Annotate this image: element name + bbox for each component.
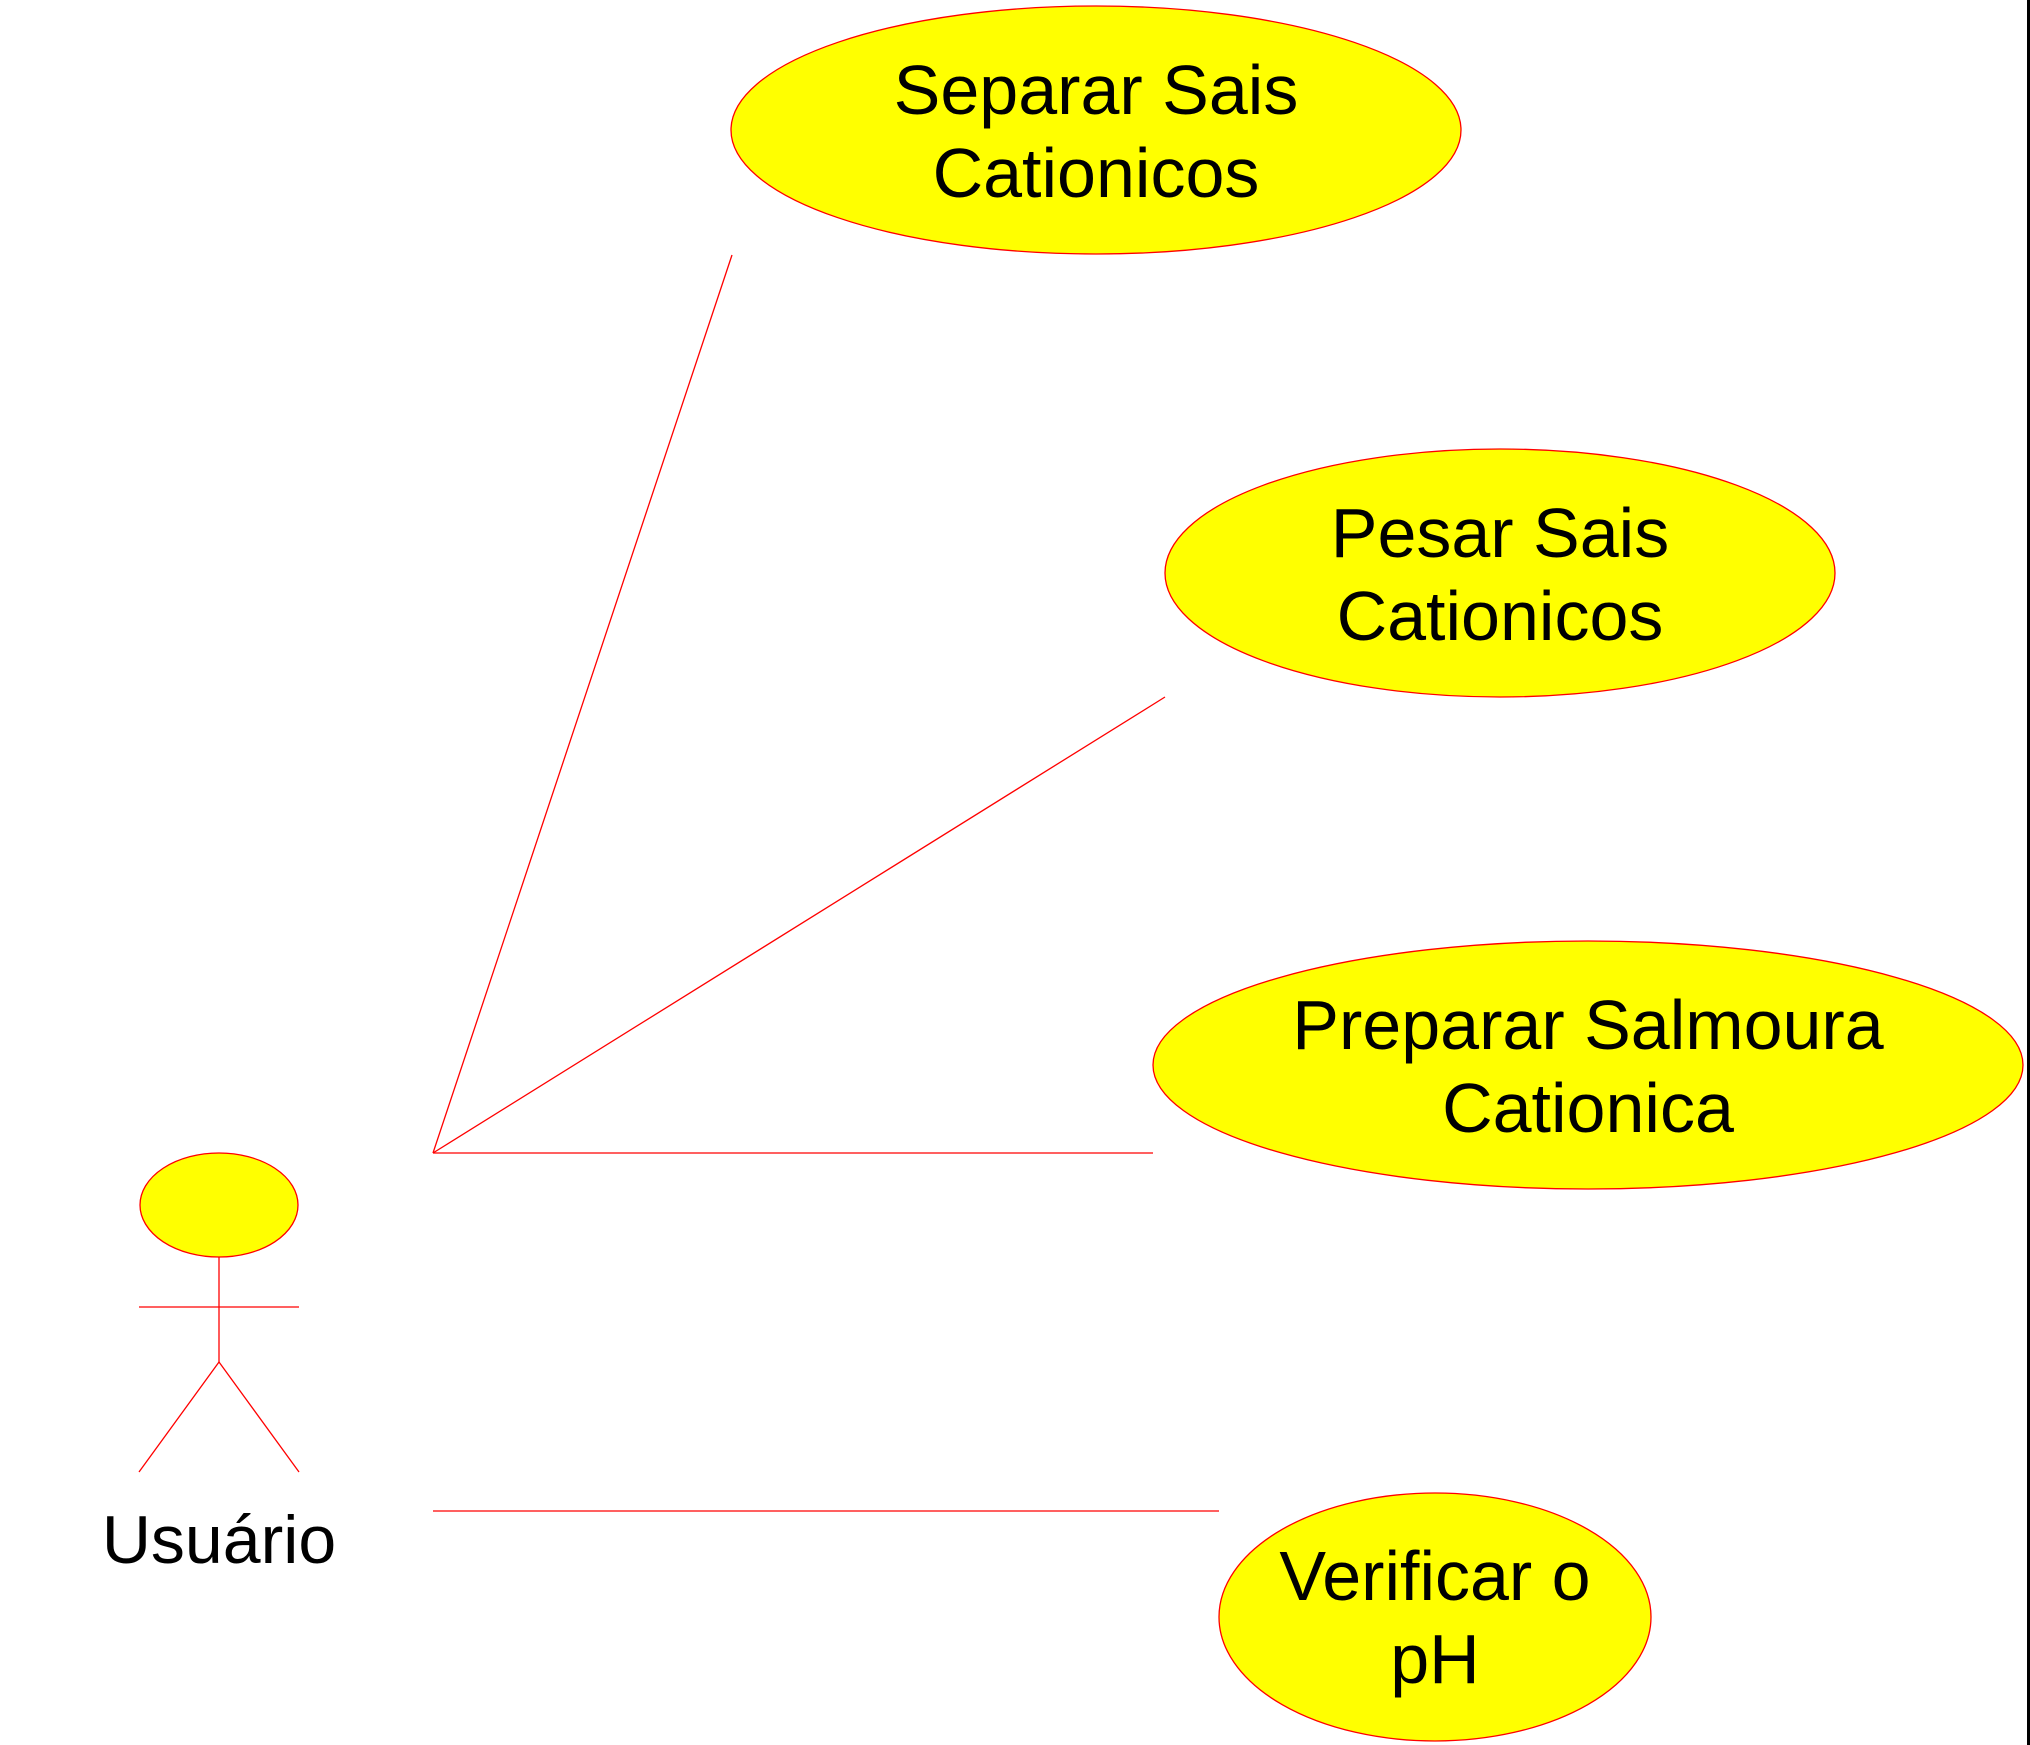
- use-case-ellipse: [730, 5, 1462, 255]
- actor-usuario[interactable]: [138, 1152, 300, 1473]
- use-case-separar-sais-cationicos[interactable]: Separar Sais Cationicos: [730, 5, 1462, 255]
- use-case-label-line-2: Cationicos: [933, 134, 1260, 212]
- use-case-label-line-1: Preparar Salmoura: [1292, 986, 1883, 1064]
- actor-label: Usuário: [102, 1502, 336, 1578]
- use-case-label-line-2: pH: [1390, 1620, 1479, 1698]
- use-case-label-line-1: Separar Sais: [894, 51, 1299, 129]
- association-pesar: [432, 696, 1166, 1154]
- use-case-label-line-2: Cationicos: [1337, 577, 1664, 655]
- use-case-pesar-sais-cationicos[interactable]: Pesar Sais Cationicos: [1164, 448, 1836, 698]
- association-separar: [432, 254, 733, 1154]
- right-border: [2027, 0, 2030, 1745]
- actor-head: [139, 1152, 299, 1258]
- use-case-label-line-1: Pesar Sais: [1331, 494, 1669, 572]
- actor-right-leg: [218, 1361, 300, 1473]
- use-case-ellipse: [1218, 1492, 1652, 1742]
- use-case-label-line-2: Cationica: [1442, 1069, 1734, 1147]
- use-case-ellipse: [1164, 448, 1836, 698]
- associations: [432, 254, 1219, 1512]
- use-case-preparar-salmoura-cationica[interactable]: Preparar Salmoura Cationica: [1152, 940, 2024, 1190]
- use-case-label-line-1: Verificar o: [1279, 1537, 1590, 1615]
- use-case-ellipse: [1152, 940, 2024, 1190]
- use-case-verificar-o-ph[interactable]: Verificar o pH: [1218, 1492, 1652, 1742]
- actor-left-leg: [138, 1361, 220, 1473]
